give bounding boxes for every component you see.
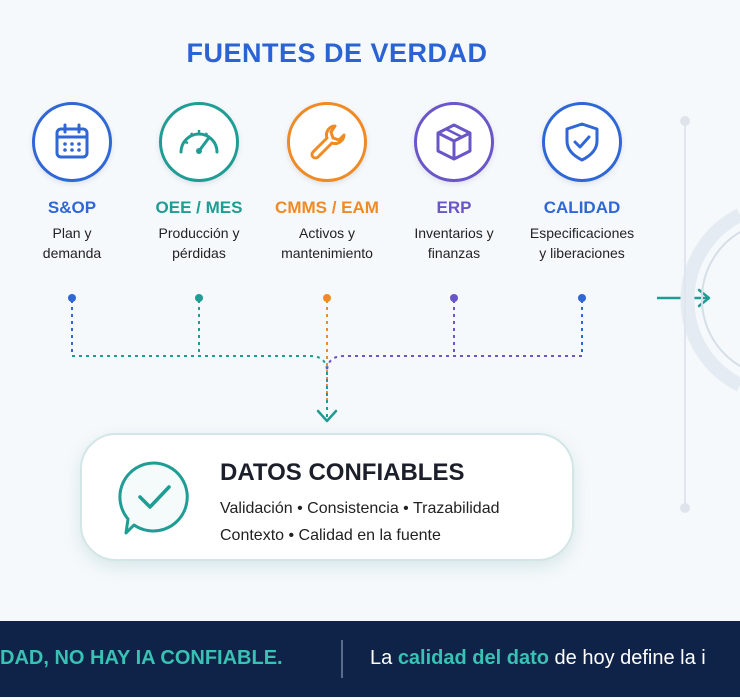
right-divider-dot-bottom	[680, 503, 690, 513]
reliable-data-title: DATOS CONFIABLES	[220, 459, 465, 486]
source-label: CMMS / EAM	[275, 198, 379, 217]
source-icon-circle	[159, 102, 239, 182]
source-label: OEE / MES	[155, 198, 243, 217]
diagram-title: FUENTES DE VERDAD	[186, 38, 488, 68]
banner-left-text: DAD, NO HAY IA CONFIABLE.	[0, 647, 283, 669]
right-divider	[684, 118, 686, 510]
source-label: CALIDAD	[543, 198, 621, 217]
check-badge-icon	[118, 461, 189, 535]
arrow-down-icon	[316, 409, 338, 423]
banner-separator	[341, 640, 343, 678]
clipped-hub-circle	[680, 208, 740, 392]
source-icon-circle	[32, 102, 112, 182]
connector-merge-right	[326, 355, 582, 373]
source-label: S&OP	[47, 198, 97, 217]
bottom-banner: DAD, NO HAY IA CONFIABLE. La calidad del…	[0, 621, 740, 697]
banner-right-text: La calidad del dato de hoy define la i	[370, 647, 706, 669]
wrench-icon	[310, 124, 346, 160]
reliable-data-card: DATOS CONFIABLES Validación • Consistenc…	[80, 433, 574, 561]
box-icon	[436, 123, 472, 161]
reliable-data-line-2: Contexto • Calidad en la fuente	[220, 527, 441, 544]
right-divider-dot-top	[680, 116, 690, 126]
source-icon-circle	[414, 102, 494, 182]
banner-highlight: calidad del dato	[397, 647, 549, 669]
calendar-icon	[55, 123, 89, 159]
reliable-data-line-1: Validación • Consistencia • Trazabilidad	[220, 500, 500, 517]
source-icon-circle	[287, 102, 367, 182]
source-icon-circle	[542, 102, 622, 182]
shield-check-icon	[565, 122, 599, 162]
source-label: ERP	[436, 198, 472, 217]
connector-merge-left	[72, 355, 328, 373]
gauge-icon	[179, 130, 219, 154]
